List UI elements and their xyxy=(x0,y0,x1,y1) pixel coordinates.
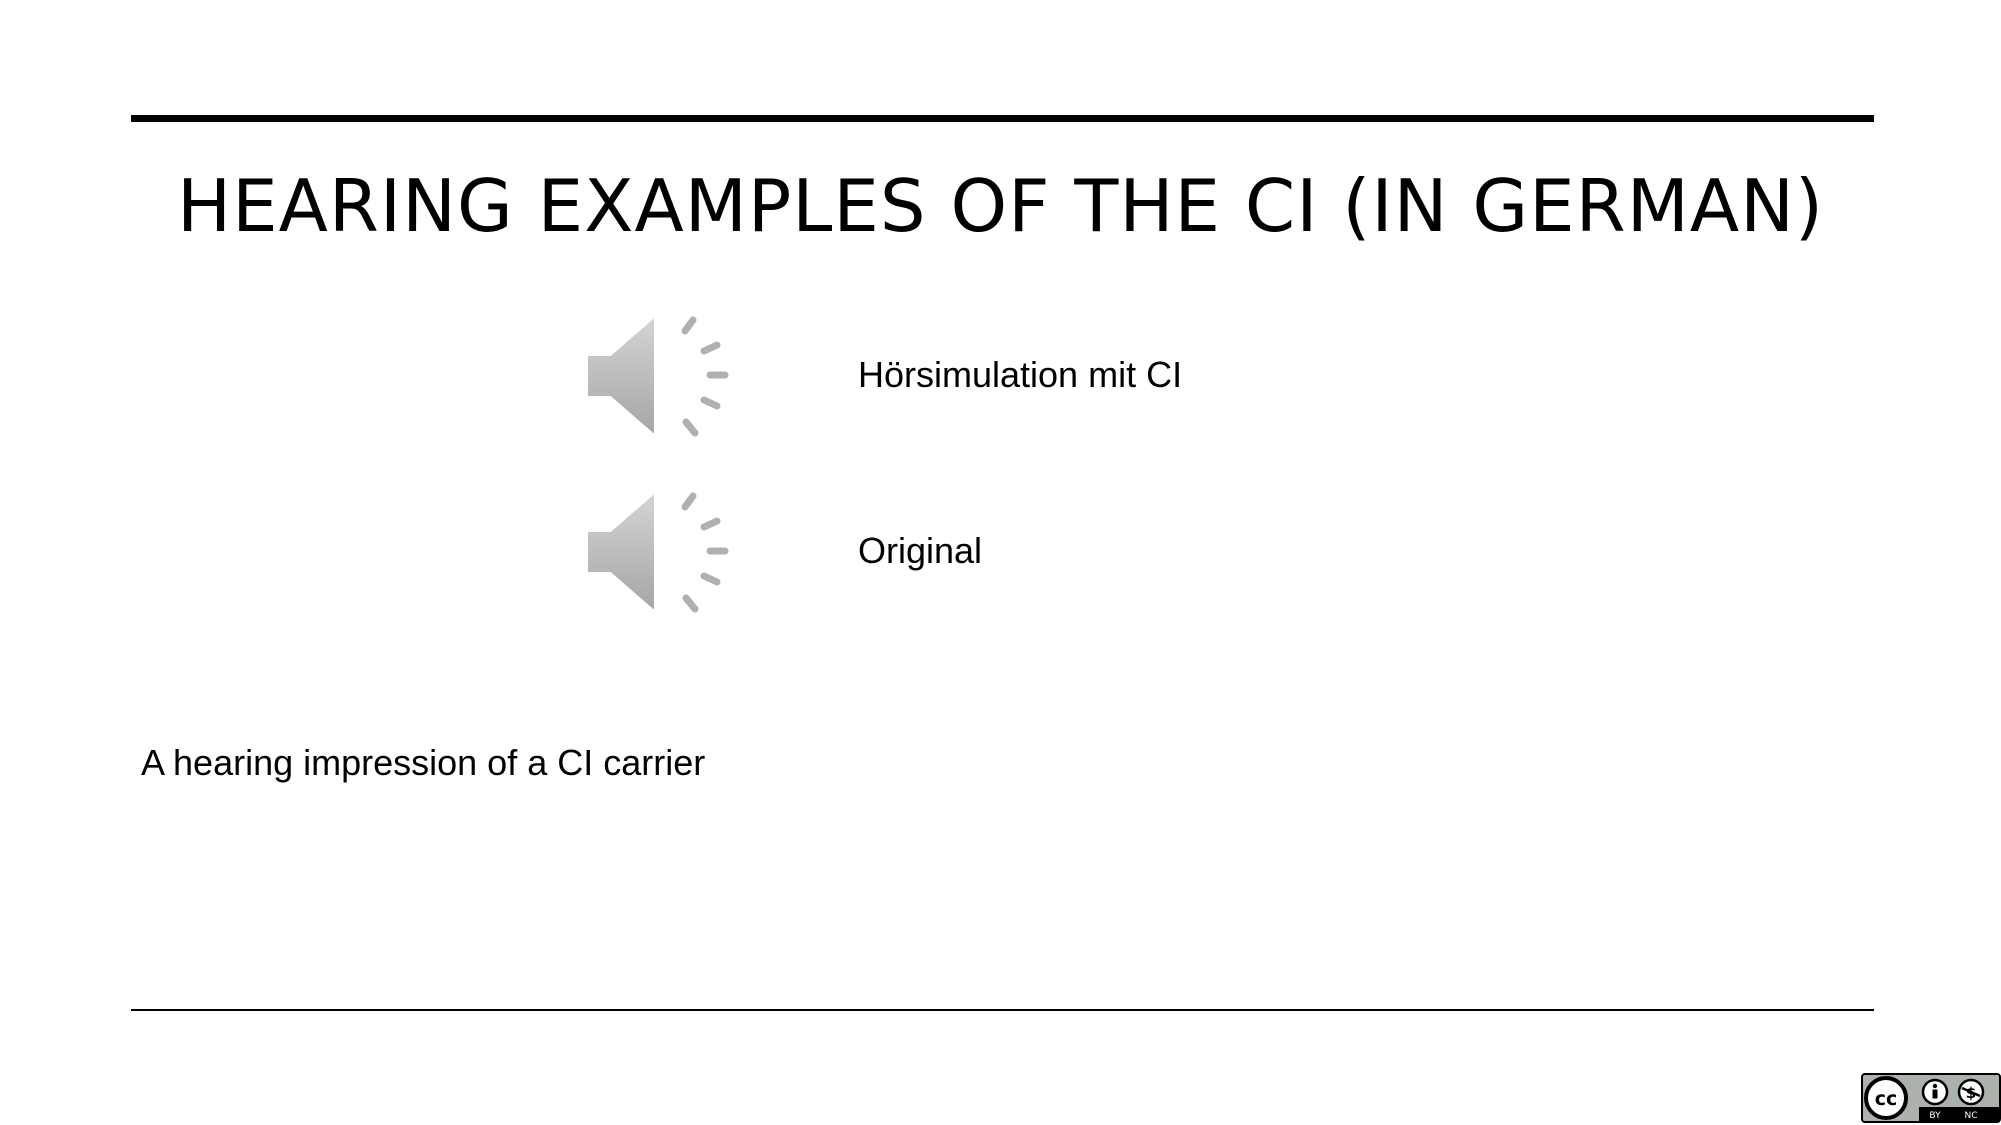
svg-text:BY: BY xyxy=(1929,1111,1941,1121)
audio-label: Hörsimulation mit CI xyxy=(858,354,1183,395)
cc-by-nc-license-icon: cc $ BY NC xyxy=(1861,1073,2001,1123)
speaker-icon[interactable] xyxy=(580,302,740,452)
title-top-rule xyxy=(131,115,1874,122)
svg-text:NC: NC xyxy=(1964,1111,1977,1121)
audio-item-2: Original xyxy=(580,478,1480,628)
audio-label: Original xyxy=(858,530,983,571)
slide-caption: A hearing impression of a CI carrier xyxy=(141,742,706,783)
speaker-icon[interactable] xyxy=(580,478,740,628)
svg-text:cc: cc xyxy=(1875,1088,1898,1110)
audio-item-1: Hörsimulation mit CI xyxy=(580,302,1480,452)
slide-title: HEARING EXAMPLES OF THE CI (IN GERMAN) xyxy=(176,164,1825,248)
footer-rule xyxy=(131,1009,1874,1011)
